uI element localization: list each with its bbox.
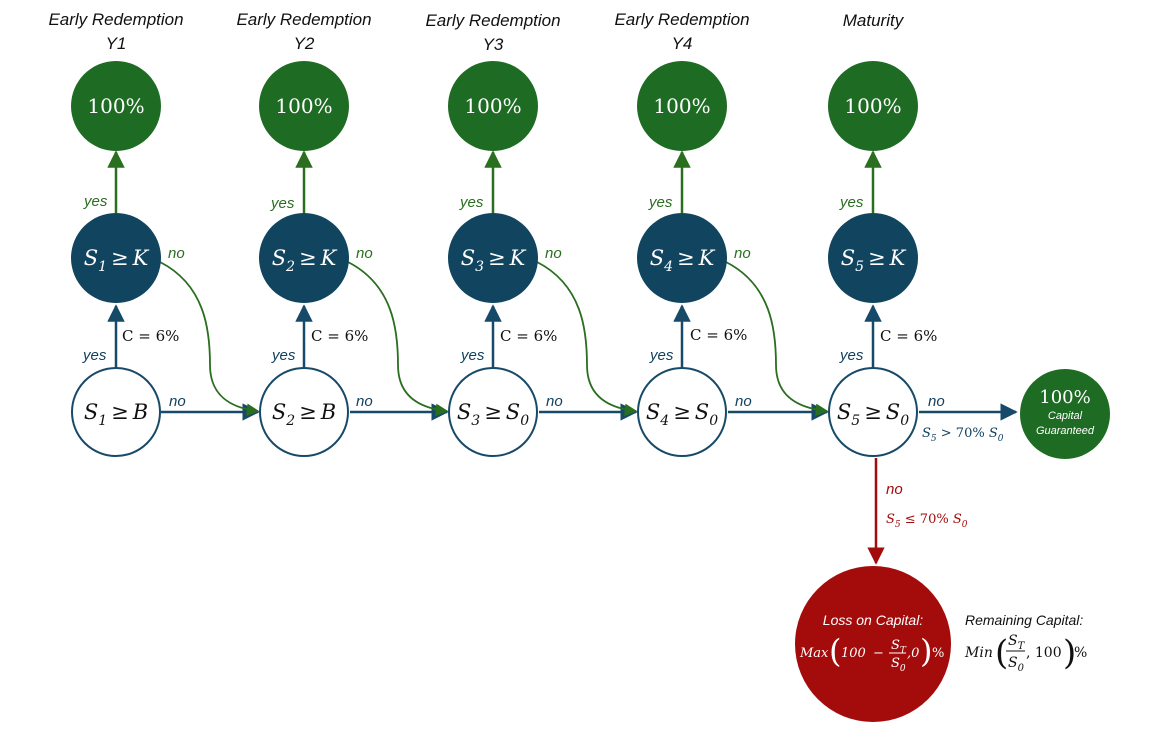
coupon-label-2: C = 6% (311, 327, 368, 345)
guaranteed-condition: S5 > 70% S0 (922, 426, 1004, 444)
remaining-capital-formula: Remaining Capital: Min ( ST S0 , 100 ) % (964, 612, 1087, 674)
remaining-title: Remaining Capital: (965, 612, 1083, 628)
label-no-barrier-1: no (169, 393, 186, 410)
payout-label: 100% (844, 94, 901, 118)
autocall-node-3: S3≥K (448, 213, 538, 303)
header-y3-line1: Early Redemption (425, 11, 560, 30)
loss-fn: Max (799, 646, 829, 661)
barrier-node-2: S2≥B (259, 367, 349, 457)
label-yes-payout-5: yes (839, 194, 864, 211)
payout-node-2: 100% (259, 61, 349, 151)
loss-minus: − (873, 646, 884, 661)
barrier-condition: S1≥B (84, 400, 148, 429)
barrier-node-1: S1≥B (71, 367, 161, 457)
guaranteed-line1: Capital (1048, 410, 1083, 422)
loss-pct: % (932, 646, 944, 661)
autocall-node-2: S2≥K (259, 213, 349, 303)
autocall-condition: S1≥K (84, 246, 150, 275)
header-y3-line2: Y3 (483, 35, 504, 54)
coupon-label-5: C = 6% (880, 327, 937, 345)
loss-frac-bot: S0 (891, 656, 906, 674)
arrow-no-autocall-4 (725, 261, 829, 417)
header-y1-line1: Early Redemption (48, 10, 183, 29)
loss-title: Loss on Capital: (823, 612, 924, 628)
header-y4-line2: Y4 (672, 34, 693, 53)
loss-condition: S5 ≤ 70% S0 (886, 512, 968, 530)
header-y2-line2: Y2 (294, 34, 315, 53)
loss-paren-open: ( (829, 632, 841, 670)
remaining-tail: , 100 (1026, 645, 1062, 661)
payout-label: 100% (653, 94, 710, 118)
label-no-autocall-3: no (545, 245, 562, 262)
loss-frac-top: ST (891, 638, 907, 656)
label-yes-coupon-5: yes (839, 347, 864, 364)
label-yes-payout-1: yes (83, 193, 108, 210)
label-no-loss: no (886, 481, 903, 498)
remaining-frac-bot: S0 (1008, 655, 1025, 674)
remaining-paren-open: ( (995, 633, 1008, 673)
barrier-condition: S2≥B (272, 400, 336, 429)
label-yes-coupon-2: yes (271, 347, 296, 364)
barrier-condition: S3≥S0 (457, 400, 529, 429)
label-no-autocall-4: no (734, 245, 751, 262)
label-no-guaranteed: no (928, 393, 945, 410)
guaranteed-pct: 100% (1039, 387, 1090, 408)
payout-node-3: 100% (448, 61, 538, 151)
autocall-node-1: S1≥K (71, 213, 161, 303)
autocall-node-4: S4≥K (637, 213, 727, 303)
arrow-no-autocall-1 (159, 261, 260, 417)
arrow-no-autocall-3 (536, 261, 638, 417)
label-yes-coupon-4: yes (649, 347, 674, 364)
loss-tail: ,0 (907, 646, 919, 661)
label-yes-coupon-3: yes (460, 347, 485, 364)
label-no-barrier-4: no (735, 393, 752, 410)
autocall-condition: S5≥K (841, 246, 907, 275)
header-y2-line1: Early Redemption (236, 10, 371, 29)
payout-label: 100% (464, 94, 521, 118)
label-no-barrier-3: no (546, 393, 563, 410)
payout-node-5: 100% (828, 61, 918, 151)
coupon-label-4: C = 6% (690, 326, 747, 344)
payout-node-1: 100% (71, 61, 161, 151)
payout-node-4: 100% (637, 61, 727, 151)
autocall-condition: S2≥K (272, 246, 338, 275)
payout-label: 100% (275, 94, 332, 118)
payout-label: 100% (87, 94, 144, 118)
loss-paren-close: ) (920, 632, 932, 670)
barrier-condition: S4≥S0 (646, 400, 718, 429)
autocall-condition: S3≥K (461, 246, 527, 275)
remaining-frac-top: ST (1008, 633, 1026, 652)
label-no-autocall-2: no (356, 245, 373, 262)
label-no-autocall-1: no (168, 245, 185, 262)
header-maturity: Maturity (843, 11, 905, 30)
loss-num: 100 (841, 646, 866, 661)
label-no-barrier-2: no (356, 393, 373, 410)
label-yes-payout-4: yes (648, 194, 673, 211)
capital-guaranteed-node: 100% Capital Guaranteed (1020, 369, 1110, 459)
label-yes-coupon-1: yes (82, 347, 107, 364)
label-yes-payout-2: yes (270, 195, 295, 212)
coupon-label-1: C = 6% (122, 327, 179, 345)
barrier-condition: S5≥S0 (837, 400, 909, 429)
remaining-paren-close: ) (1063, 633, 1076, 673)
barrier-node-5: S5≥S0 (828, 367, 918, 457)
autocall-node-5: S5≥K (828, 213, 918, 303)
barrier-node-4: S4≥S0 (637, 367, 727, 457)
header-y1-line2: Y1 (106, 34, 127, 53)
guaranteed-line2: Guaranteed (1036, 425, 1095, 437)
remaining-fn: Min (964, 645, 993, 661)
autocall-condition: S4≥K (650, 246, 716, 275)
loss-on-capital-node: Loss on Capital: Max ( 100 − ST S0 ,0 ) … (795, 566, 951, 722)
label-yes-payout-3: yes (459, 194, 484, 211)
remaining-pct: % (1074, 645, 1087, 661)
arrow-no-autocall-2 (347, 261, 449, 417)
barrier-node-3: S3≥S0 (448, 367, 538, 457)
header-y4-line1: Early Redemption (614, 10, 749, 29)
coupon-label-3: C = 6% (500, 327, 557, 345)
